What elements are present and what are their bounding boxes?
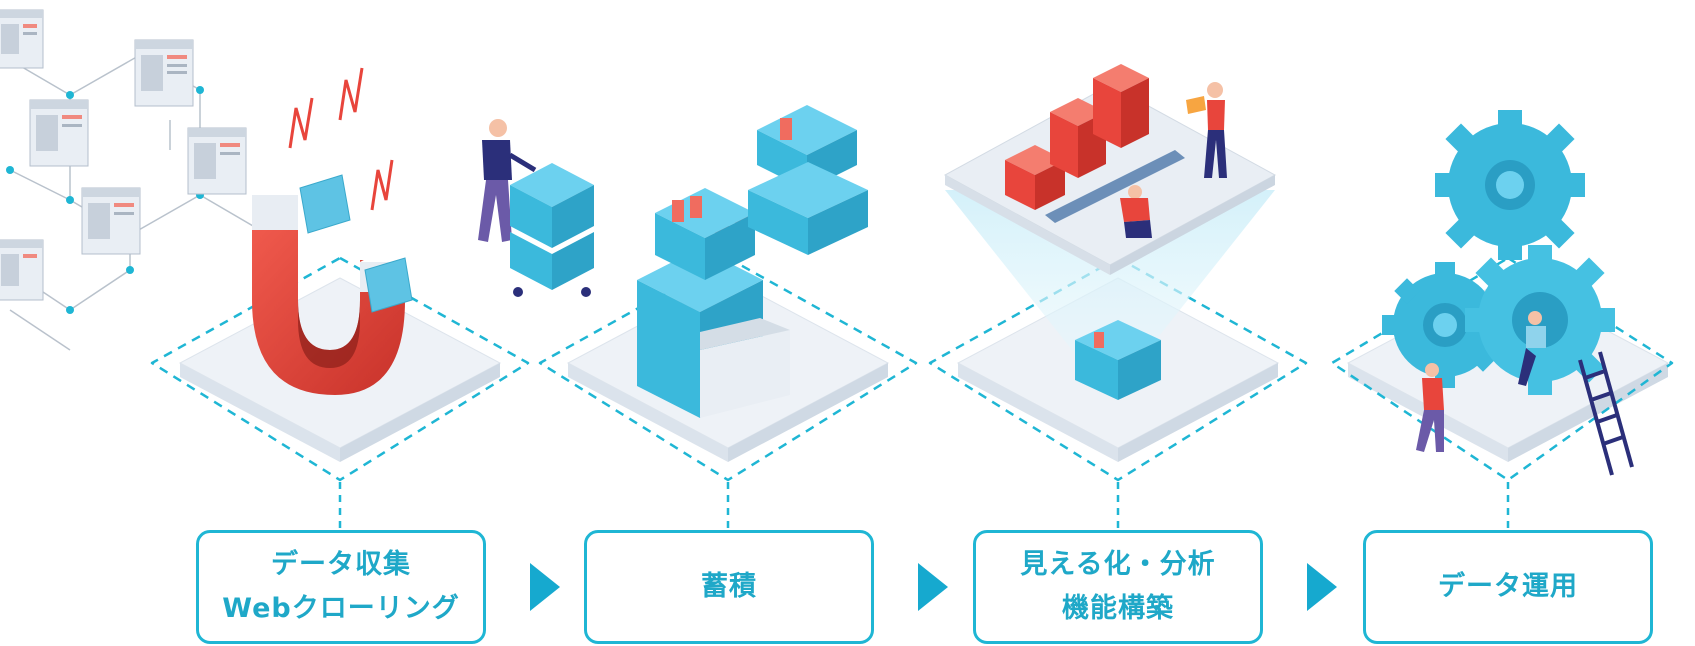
step-label-line2: Webクローリング — [222, 593, 460, 624]
funnel-box — [1075, 320, 1161, 400]
magnet-icon — [252, 67, 428, 395]
arrow-right-icon — [1307, 563, 1337, 611]
step-label-line2: 機能構築 — [1062, 593, 1174, 624]
step-label-line1: 見える化・分析 — [1020, 549, 1216, 580]
bar-chart-icon — [943, 64, 1277, 400]
web-page-icons — [0, 9, 247, 301]
step-label-storage: 蓄積 — [584, 530, 874, 644]
gear-left — [1382, 262, 1508, 388]
stacked-boxes — [655, 105, 868, 280]
step-label-visualization: 見える化・分析 機能構築 — [973, 530, 1263, 644]
gears-icon — [1382, 110, 1634, 476]
step-label-line1: データ運用 — [1438, 571, 1578, 602]
ladder — [1578, 351, 1634, 476]
arrow-right-icon — [530, 563, 560, 611]
chart-bars — [1005, 64, 1149, 210]
worker-figure — [478, 119, 537, 242]
cart-boxes — [510, 163, 594, 297]
arrow-right-icon — [918, 563, 948, 611]
connector-lines — [338, 482, 1510, 528]
gear-people — [1416, 311, 1546, 452]
file-cabinet-icon — [478, 105, 868, 418]
ruler — [1045, 150, 1185, 223]
analyst-figures — [1120, 82, 1227, 238]
gear-top — [1435, 110, 1585, 260]
step-label-data-collection: データ収集 Webクローリング — [196, 530, 486, 644]
step-label-data-operation: データ運用 — [1363, 530, 1653, 644]
step-label-line1: 蓄積 — [701, 571, 757, 602]
step-label-line1: データ収集 — [271, 549, 411, 580]
